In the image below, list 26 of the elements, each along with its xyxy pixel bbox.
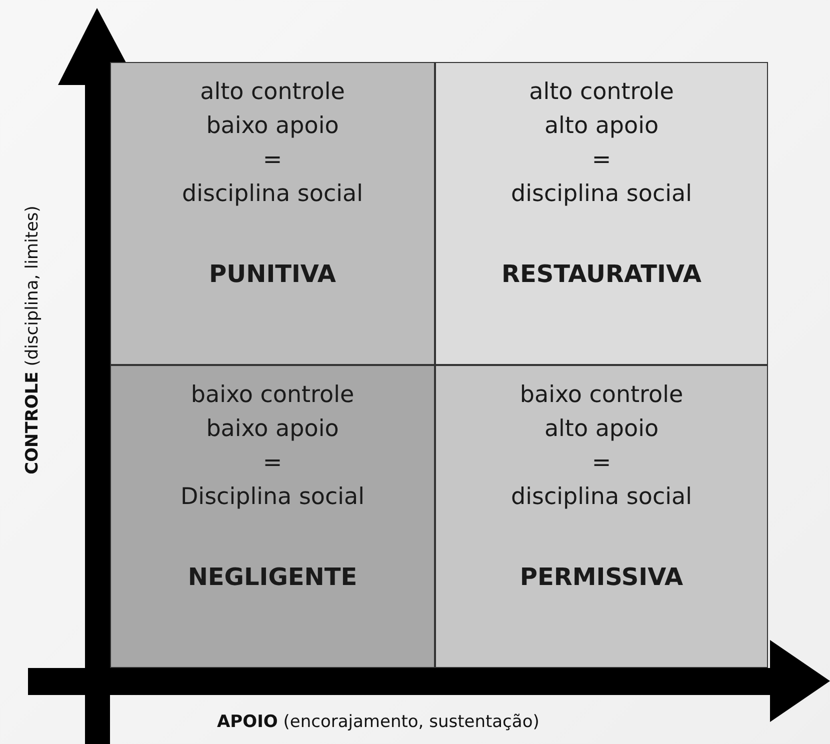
quadrant-text: disciplina social bbox=[510, 483, 693, 512]
quadrant-box bbox=[110, 365, 435, 668]
quadrant-text: = bbox=[590, 449, 612, 478]
quadrant-text: baixo apoio bbox=[205, 415, 340, 444]
quadrant-text: baixo controle bbox=[190, 381, 356, 410]
quadrant-title: PERMISSIVA bbox=[518, 562, 684, 592]
quadrant-text: alto apoio bbox=[543, 112, 660, 141]
quadrant-box bbox=[110, 62, 435, 365]
quadrant-text: = bbox=[590, 146, 612, 175]
quadrant-text: = bbox=[262, 449, 284, 478]
quadrant-title: RESTAURATIVA bbox=[500, 259, 702, 289]
quadrant-text: baixo apoio bbox=[205, 112, 340, 141]
quadrant-text: disciplina social bbox=[181, 180, 364, 209]
quadrant-text: = bbox=[262, 146, 284, 175]
quadrant-box bbox=[435, 365, 768, 668]
quadrant-text: Disciplina social bbox=[179, 483, 366, 512]
quadrant-box bbox=[435, 62, 768, 365]
quadrant-text: disciplina social bbox=[510, 180, 693, 209]
axis-label: CONTROLE (disciplina, limites) bbox=[22, 206, 42, 474]
quadrant-title: PUNITIVA bbox=[208, 259, 337, 289]
quadrant-text: alto apoio bbox=[543, 415, 660, 444]
axis-label: APOIO (encorajamento, sustentação) bbox=[217, 712, 540, 732]
quadrant-text: alto controle bbox=[528, 78, 675, 107]
quadrant-text: baixo controle bbox=[518, 381, 684, 410]
quadrant-title: NEGLIGENTE bbox=[186, 562, 358, 592]
quadrant-text: alto controle bbox=[199, 78, 346, 107]
